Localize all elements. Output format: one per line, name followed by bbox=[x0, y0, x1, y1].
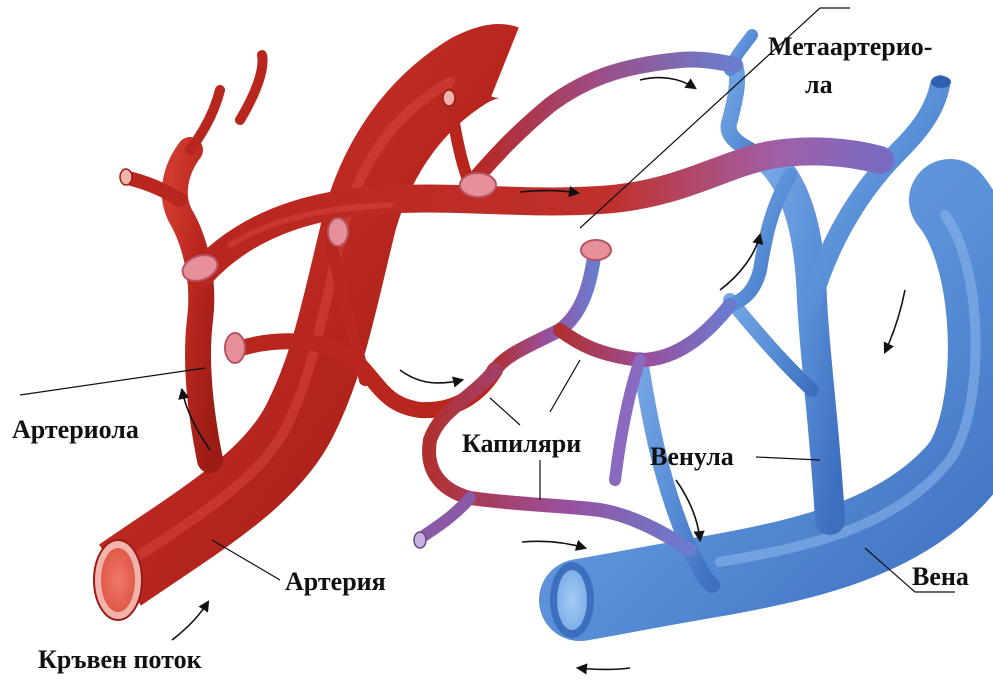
label-capillaries: Капиляри bbox=[462, 429, 581, 458]
arteriole bbox=[120, 55, 263, 460]
label-metaarteriole-line1: Метаартерио- bbox=[768, 32, 932, 61]
leader-artery bbox=[212, 540, 280, 580]
leader-arteriole bbox=[20, 368, 205, 395]
label-artery: Артерия bbox=[285, 567, 386, 596]
label-arteriole: Артериола bbox=[12, 415, 139, 444]
label-venule: Венула bbox=[650, 442, 734, 471]
leader-venule bbox=[756, 457, 820, 460]
leader-capillaries-1 bbox=[490, 398, 520, 425]
label-metaarteriole-line2: ла bbox=[805, 70, 833, 99]
label-vein: Вена bbox=[912, 562, 969, 591]
leader-capillaries-2 bbox=[550, 360, 580, 412]
label-blood-flow: Кръвен поток bbox=[38, 645, 202, 674]
